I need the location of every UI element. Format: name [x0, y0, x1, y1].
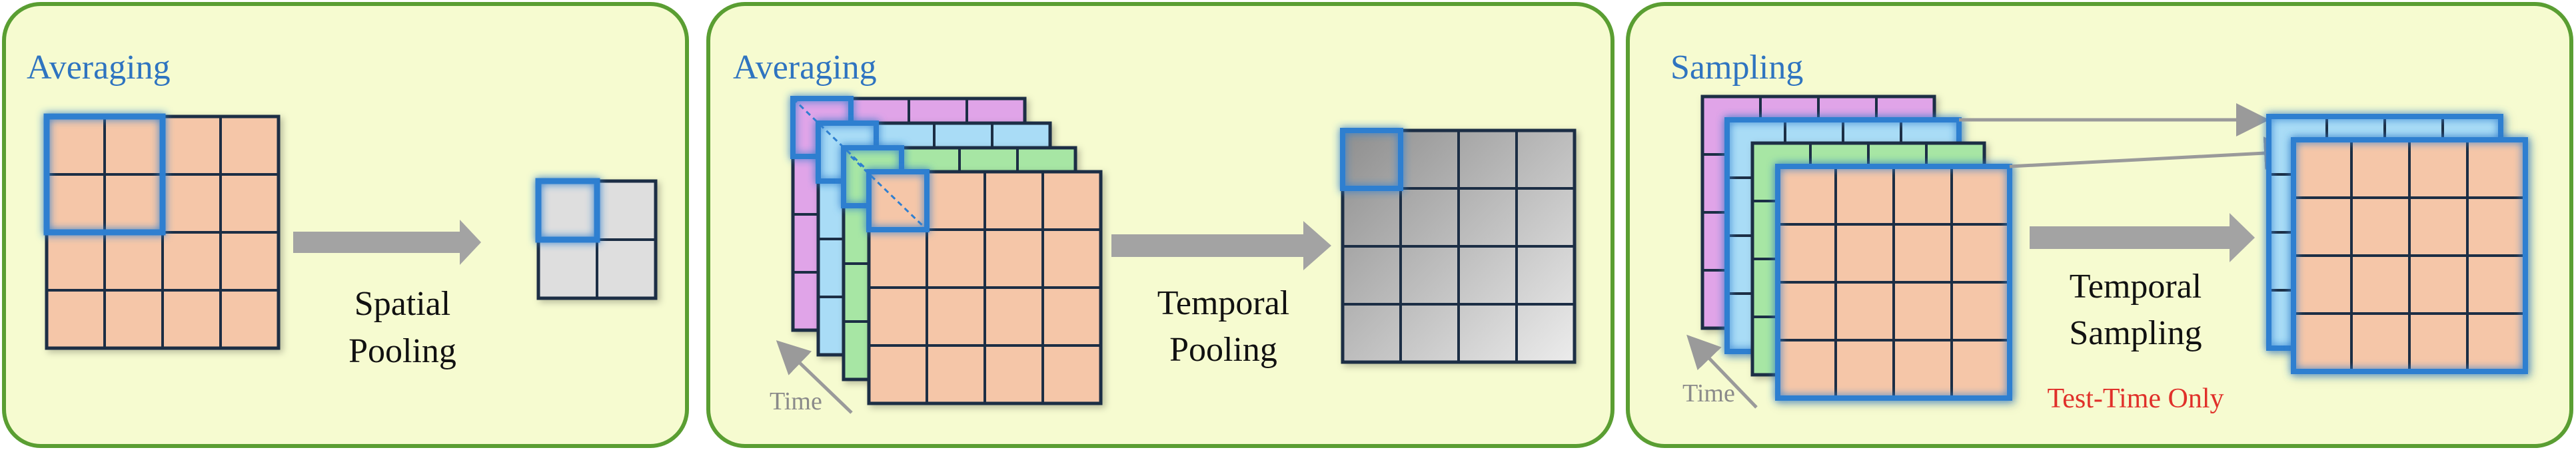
frame-salmon-sampled — [1775, 164, 2012, 401]
panel-title: Averaging — [27, 49, 171, 87]
operation-label-line2: Pooling — [1169, 331, 1277, 369]
temporal-pooling-arrow — [1111, 221, 1331, 270]
temporal-output-grid — [1341, 128, 1577, 364]
sampling-link — [2009, 136, 2297, 170]
panel-spatial-pooling: Averaging Spatial Pooling — [2, 2, 689, 448]
time-label: Time — [1682, 379, 1735, 407]
panel-temporal-sampling: Sampling — [1626, 2, 2573, 448]
operation-label-line2: Pooling — [348, 332, 456, 370]
sampled-output-salmon — [2291, 137, 2528, 374]
operation-label-line2: Sampling — [2069, 314, 2202, 352]
operation-label-line1: Temporal — [1157, 284, 1290, 322]
panel-title: Sampling — [1670, 49, 1803, 87]
time-label: Time — [770, 387, 822, 415]
pooled-cell-highlight — [1340, 128, 1403, 191]
test-time-note: Test-Time Only — [2047, 383, 2224, 414]
temporal-link-dashed — [850, 155, 928, 231]
temporal-link-dashed — [792, 97, 870, 173]
panel-title: Averaging — [733, 49, 877, 87]
pooled-cell-highlight — [535, 178, 600, 243]
frame-salmon — [867, 170, 1103, 405]
pooling-window-highlight — [43, 113, 166, 236]
operation-label-line1: Temporal — [2070, 268, 2202, 306]
time-arrow — [776, 340, 853, 414]
spatial-pooling-arrow — [293, 220, 481, 265]
temporal-sampling-arrow — [2030, 213, 2255, 262]
panel-temporal-pooling: Averaging — [706, 2, 1614, 448]
time-arrow — [1686, 334, 1758, 409]
operation-label-line1: Spatial — [354, 285, 450, 323]
